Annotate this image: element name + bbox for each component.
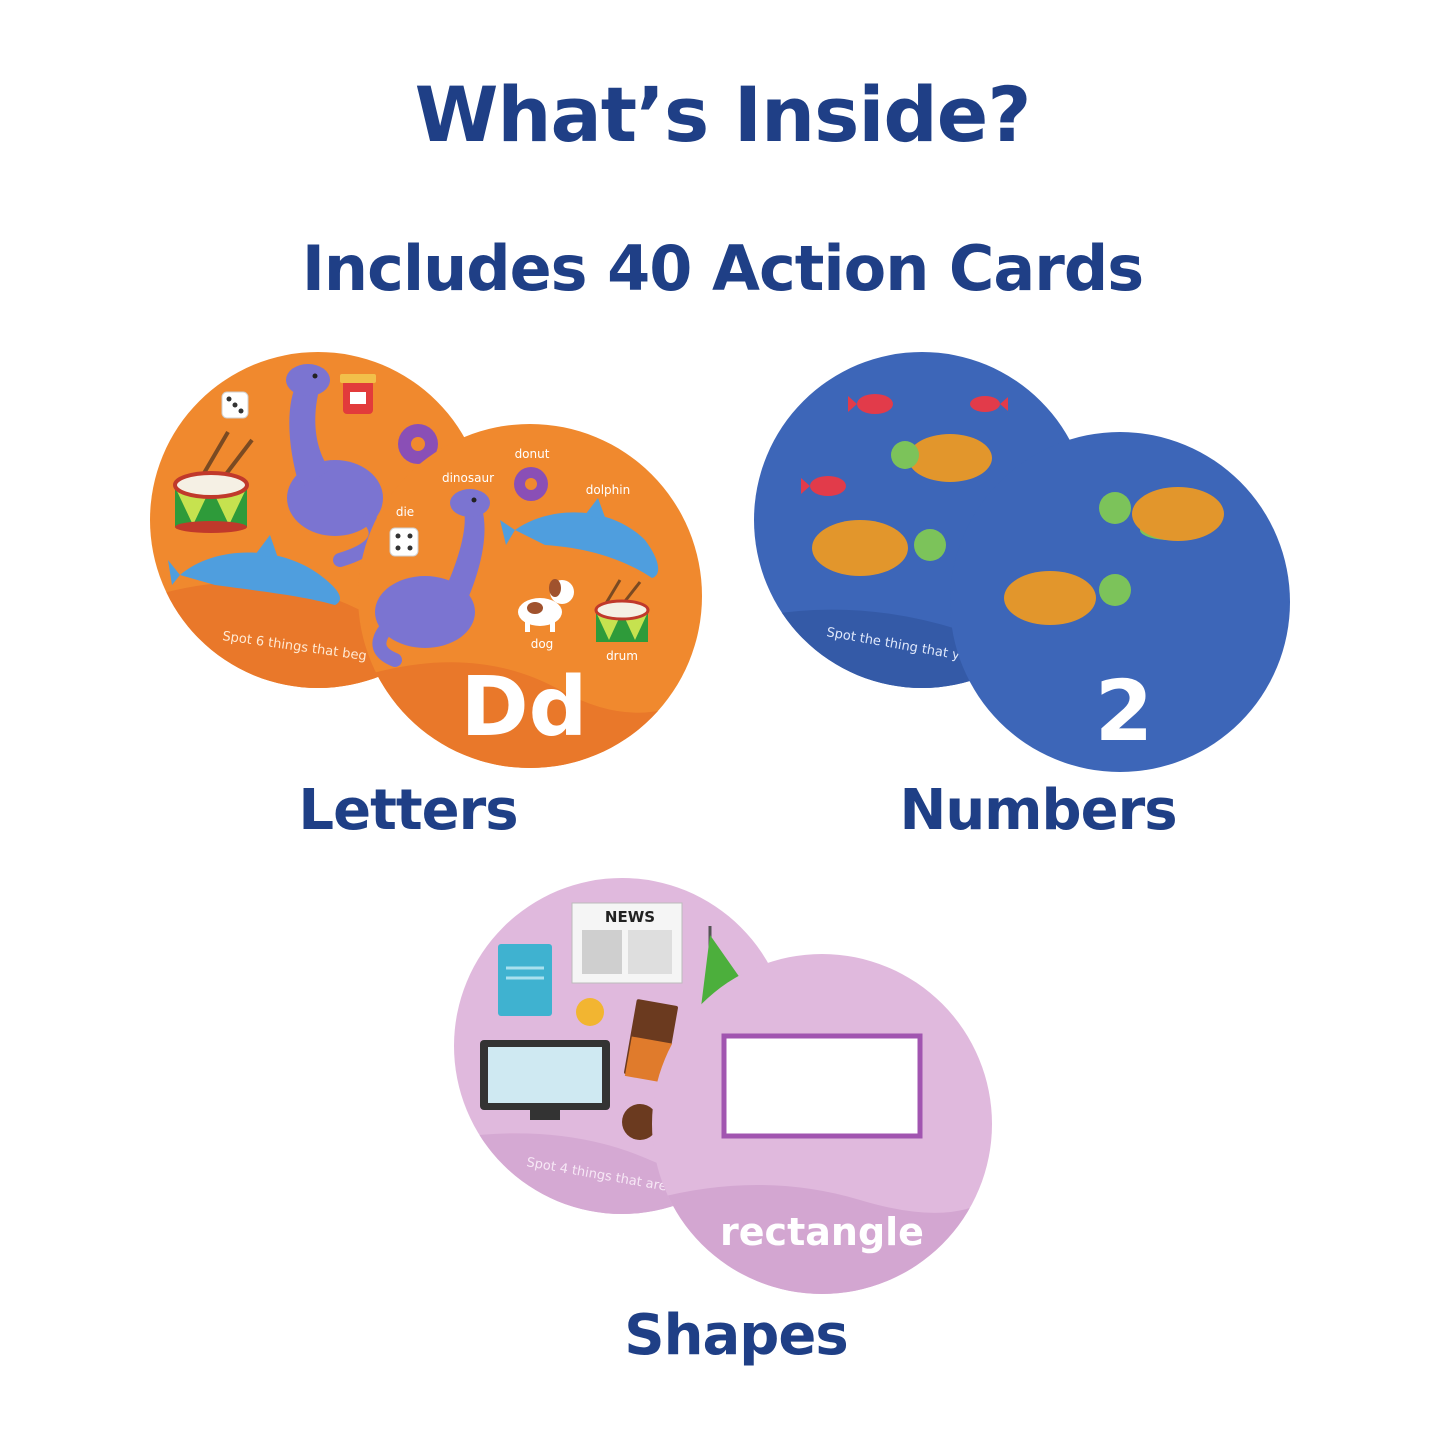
dinosaur-icon xyxy=(286,364,383,567)
dog-icon xyxy=(518,579,574,632)
jam-jar-icon xyxy=(340,374,376,414)
dinosaur-icon xyxy=(372,489,490,667)
numbers-card-front: 2 xyxy=(950,432,1290,772)
category-label-numbers: Numbers xyxy=(899,778,1177,843)
dolphin-icon xyxy=(168,535,340,605)
word-label-dolphin: dolphin xyxy=(586,483,630,497)
letters-big-text: Dd xyxy=(461,660,588,755)
fish-icon xyxy=(848,394,893,414)
letters-card-front: donut dinosaur dolphin die xyxy=(358,424,702,768)
die-icon xyxy=(389,527,419,557)
word-label-dinosaur: dinosaur xyxy=(442,471,494,485)
turtle-icon xyxy=(812,520,946,576)
dolphin-icon xyxy=(500,498,659,578)
fish-icon xyxy=(801,476,846,496)
numbers-big-text: 2 xyxy=(1095,662,1153,760)
drum-icon xyxy=(594,579,650,642)
word-label-dog: dog xyxy=(531,637,554,651)
flag-icon xyxy=(700,926,745,1015)
newspaper-headline: NEWS xyxy=(605,908,655,926)
newspaper-icon: NEWS xyxy=(571,902,683,984)
fish-icon xyxy=(970,396,1008,412)
die-icon xyxy=(221,391,249,419)
word-label-die: die xyxy=(396,505,414,519)
turtle-icon xyxy=(891,434,992,482)
cookie-icon xyxy=(622,1104,658,1140)
monitor-icon xyxy=(480,1040,610,1120)
word-label-drum: drum xyxy=(606,649,638,663)
donut-icon xyxy=(398,424,438,464)
rectangle-shape xyxy=(721,1033,923,1139)
turtle-icon xyxy=(1099,487,1224,541)
category-label-letters: Letters xyxy=(298,778,518,843)
drum-icon xyxy=(173,430,254,533)
page-title: What’s Inside? xyxy=(414,70,1032,159)
shapes-card-front: rectangle xyxy=(652,954,992,1294)
word-label-donut: donut xyxy=(515,447,550,461)
page-subtitle: Includes 40 Action Cards xyxy=(301,232,1144,305)
shapes-big-text: rectangle xyxy=(720,1210,924,1254)
turtle-icon xyxy=(1004,571,1131,625)
notebook-icon xyxy=(498,944,552,1016)
category-label-shapes: Shapes xyxy=(624,1303,848,1368)
coin-icon xyxy=(576,998,604,1026)
